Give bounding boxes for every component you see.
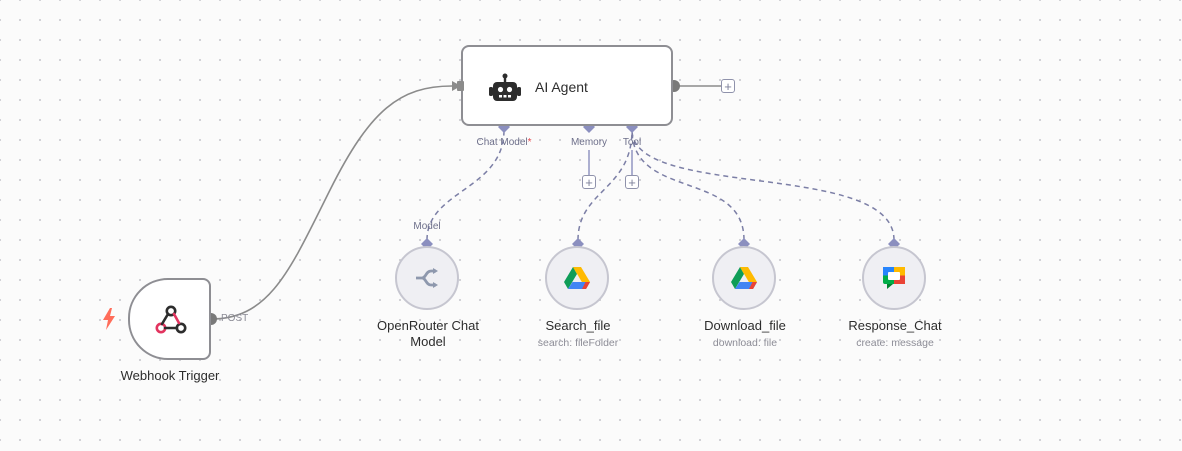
google-drive-icon (564, 266, 590, 289)
add-output-node-button[interactable]: + (721, 79, 735, 93)
download-file-subtitle: download: file (712, 337, 778, 349)
robot-icon (489, 73, 521, 101)
download-file-title: Download_file (704, 318, 786, 333)
chat-model-label-text: Chat Model (476, 137, 528, 148)
openrouter-chat-model-node[interactable] (395, 246, 459, 310)
ai-agent-node[interactable]: AI Agent (461, 45, 673, 126)
response-chat-title: Response_Chat (848, 318, 942, 333)
connection-response-chat[interactable] (631, 129, 895, 241)
openrouter-title: OpenRouter Chat Model (377, 318, 479, 349)
webhook-icon (155, 305, 187, 334)
response-chat-subtitle: create: message (856, 337, 934, 349)
chat-model-handle-label: Chat Model* (476, 137, 531, 148)
google-drive-icon (731, 266, 757, 289)
add-tool-button[interactable]: + (625, 175, 639, 189)
add-memory-button[interactable]: + (582, 175, 596, 189)
tool-handle-label: Tool (622, 137, 642, 148)
required-marker: * (527, 137, 532, 148)
connection-webhook-to-agent[interactable] (210, 85, 453, 320)
connection-arrow (452, 81, 461, 91)
search-file-subtitle: search: fileFolder (537, 337, 619, 349)
google-chat-icon (883, 267, 905, 289)
connection-model[interactable] (426, 129, 505, 241)
search-file-title: Search_file (545, 318, 611, 333)
response-chat-node[interactable] (862, 246, 926, 310)
ai-agent-title: AI Agent (535, 79, 588, 95)
connection-download-file[interactable] (631, 129, 745, 241)
search-file-node[interactable] (545, 246, 609, 310)
webhook-post-label: POST (221, 313, 249, 324)
webhook-trigger-title: Webhook Trigger (120, 368, 220, 383)
agent-input-handle[interactable] (457, 81, 464, 91)
download-file-node[interactable] (712, 246, 776, 310)
connection-search-file[interactable] (577, 129, 633, 241)
webhook-trigger-node[interactable] (128, 278, 211, 360)
lightning-bolt-icon (103, 308, 115, 330)
openrouter-icon (416, 268, 438, 288)
memory-handle-label: Memory (570, 137, 608, 148)
model-handle-label: Model (413, 221, 441, 232)
